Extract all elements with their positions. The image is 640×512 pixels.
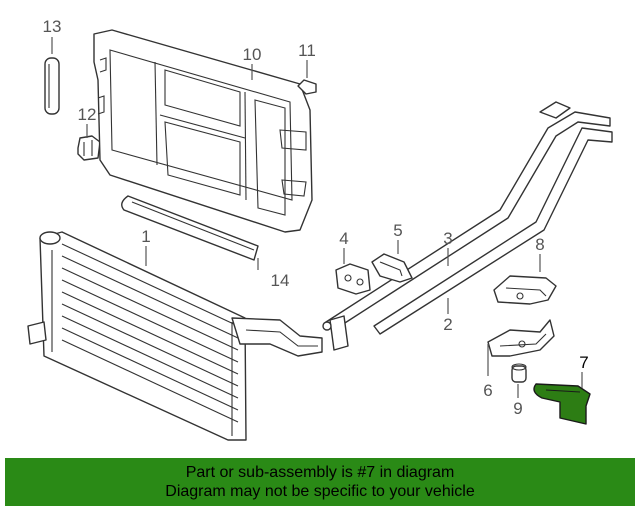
- part-6-bracket: [487, 319, 555, 357]
- part-11-clip: [297, 79, 317, 95]
- part-10-radiator-support: [93, 29, 313, 233]
- callout-13: 13: [43, 17, 62, 36]
- part-1-cooler: [27, 231, 323, 441]
- callout-10: 10: [243, 45, 262, 64]
- part-5-clamp: [371, 253, 413, 283]
- callout-7: 7: [579, 353, 588, 372]
- leader-lines: [51, 37, 583, 398]
- part-9-grommet: [511, 363, 527, 383]
- callout-12: 12: [78, 105, 97, 124]
- callout-8: 8: [535, 235, 544, 254]
- callout-14: 14: [271, 271, 290, 290]
- part-12-clip: [77, 135, 101, 161]
- part-13-tube: [44, 57, 60, 115]
- banner-line-2: Diagram may not be specific to your vehi…: [165, 483, 475, 500]
- banner-line-1: Part or sub-assembly is #7 in diagram: [185, 464, 455, 481]
- callout-labels: 13 12 10 11 1 14 4 5 3 2 8 6 9 7: [43, 17, 589, 418]
- highlight-banner: Part or sub-assembly is #7 in diagram Di…: [5, 458, 635, 506]
- callout-9: 9: [513, 399, 522, 418]
- parts-diagram: 13 12 10 11 1 14 4 5 3 2 8 6 9 7: [27, 17, 613, 441]
- part-4-bracket: [335, 263, 371, 295]
- line-fitting: [322, 315, 349, 351]
- callout-1: 1: [141, 227, 150, 246]
- callout-4: 4: [339, 229, 348, 248]
- part-3-line: [325, 101, 613, 335]
- part-8-bracket: [493, 275, 557, 305]
- part-7-highlighted: [533, 383, 591, 425]
- callout-2: 2: [443, 315, 452, 334]
- part-14-seal: [121, 195, 259, 261]
- callout-5: 5: [393, 221, 402, 240]
- callout-6: 6: [483, 381, 492, 400]
- callout-3: 3: [443, 229, 452, 248]
- callout-11: 11: [298, 41, 316, 60]
